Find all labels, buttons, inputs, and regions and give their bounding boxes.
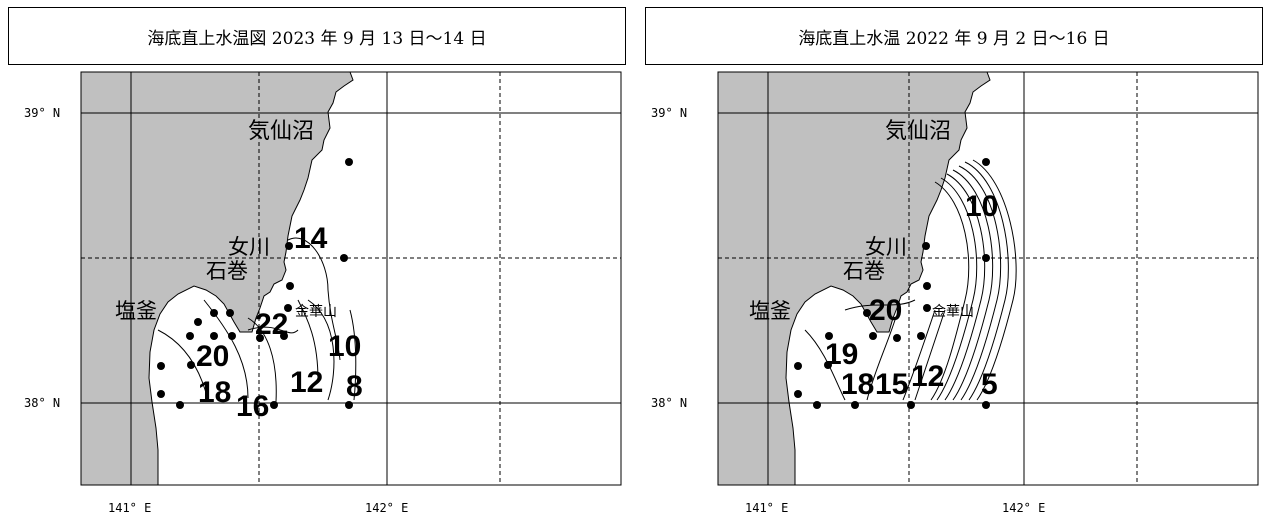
map-title-2023: 海底直上水温図 2023 年 9 月 13 日～14 日 xyxy=(8,7,626,65)
temperature-map-2023: 気仙沼 女川 石巻 塩釜 金華山 14 22 20 10 18 16 12 8 … xyxy=(24,71,622,515)
lat-label-38: 38° N xyxy=(24,396,60,410)
lat-label-38: 38° N xyxy=(651,396,687,410)
place-onagawa: 女川 xyxy=(228,235,270,259)
lat-label-39: 39° N xyxy=(24,106,60,120)
map-frame xyxy=(80,71,622,486)
place-kinkasan: 金華山 xyxy=(932,304,974,320)
sampling-stations xyxy=(157,158,353,409)
map-panel-2023: 海底直上水温図 2023 年 9 月 13 日～14 日 xyxy=(8,0,628,519)
lat-label-39: 39° N xyxy=(651,106,687,120)
isotherm-lines xyxy=(157,237,357,403)
isotherm-label: 8 xyxy=(346,370,363,403)
map-title-2022: 海底直上水温 2022 年 9 月 2 日～16 日 xyxy=(645,7,1263,65)
isotherm-label: 14 xyxy=(294,222,328,255)
isotherm-label: 20 xyxy=(869,294,902,327)
lon-label-142: 142° E xyxy=(1002,501,1045,515)
place-ishinomaki: 石巻 xyxy=(206,259,248,283)
place-kesennuma: 気仙沼 xyxy=(248,119,314,144)
place-shiogama: 塩釜 xyxy=(115,299,157,323)
temperature-map-2022: 気仙沼 女川 石巻 塩釜 金華山 10 20 19 18 15 12 5 39°… xyxy=(651,71,1259,515)
lon-label-142: 142° E xyxy=(365,501,408,515)
isotherm-label: 15 xyxy=(875,368,908,401)
lon-label-141: 141° E xyxy=(108,501,151,515)
land-area xyxy=(80,71,354,486)
place-kinkasan: 金華山 xyxy=(295,304,337,320)
isotherm-lines xyxy=(804,159,1017,401)
isotherm-label: 18 xyxy=(841,368,874,401)
isotherm-label: 10 xyxy=(328,330,361,363)
isotherm-label: 22 xyxy=(255,308,288,341)
place-shiogama: 塩釜 xyxy=(749,299,791,323)
sampling-stations xyxy=(794,158,990,409)
isotherm-label: 5 xyxy=(981,368,998,401)
land-area xyxy=(717,71,991,486)
isotherm-label: 20 xyxy=(196,340,229,373)
lon-label-141: 141° E xyxy=(745,501,788,515)
map-panel-2022: 海底直上水温 2022 年 9 月 2 日～16 日 xyxy=(645,0,1265,519)
isotherm-label: 12 xyxy=(290,366,323,399)
isotherm-label: 12 xyxy=(911,360,944,393)
isotherm-label: 19 xyxy=(825,338,858,371)
place-onagawa: 女川 xyxy=(865,235,907,259)
isotherm-label: 10 xyxy=(965,190,998,223)
place-kesennuma: 気仙沼 xyxy=(885,119,951,144)
place-ishinomaki: 石巻 xyxy=(843,259,885,283)
isotherm-label: 16 xyxy=(236,390,269,423)
map-frame xyxy=(717,71,1259,486)
isotherm-label: 18 xyxy=(198,376,231,409)
